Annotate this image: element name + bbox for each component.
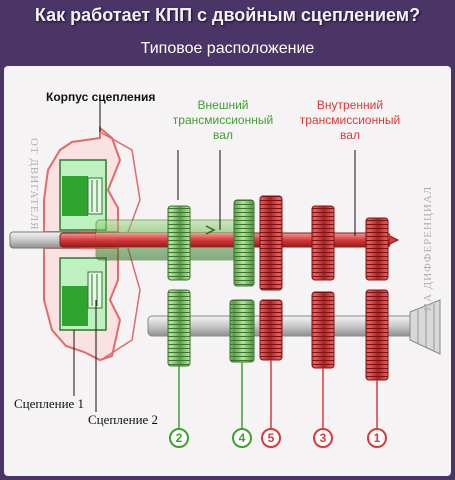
clutch-2-label: Сцепление 2 xyxy=(88,412,159,427)
gear-1-marker: 1 xyxy=(367,428,387,448)
output-shaft-gears xyxy=(167,289,389,381)
clutch-packs xyxy=(59,159,107,331)
page-title: Как работает КПП с двойным сцеплением? xyxy=(34,5,421,25)
from-engine-label: ОТ ДВИГАТЕЛЯ xyxy=(28,138,40,231)
inner-shaft-gears xyxy=(259,195,389,291)
gear-2-marker: 2 xyxy=(169,428,189,448)
gear-4-marker: 4 xyxy=(232,428,252,448)
clutch-housing-label: Корпус сцепления xyxy=(46,90,156,104)
gear-5-marker: 5 xyxy=(261,428,281,448)
leader-lines xyxy=(73,100,356,412)
clutch-1-label: Сцепление 1 xyxy=(14,396,85,411)
gear-3-marker: 3 xyxy=(313,428,333,448)
diagram-subtitle: Типовое расположение xyxy=(140,40,315,57)
outer-shaft-label: Внешний трансмиссионный вал xyxy=(172,98,274,142)
to-differential-label: НА ДИФФЕРЕНЦИАЛ xyxy=(422,185,434,311)
outer-shaft-gears xyxy=(167,199,255,287)
inner-shaft-label: Внутренний трансмиссионный вал xyxy=(299,98,401,142)
gear-indicator-lines xyxy=(178,360,378,428)
